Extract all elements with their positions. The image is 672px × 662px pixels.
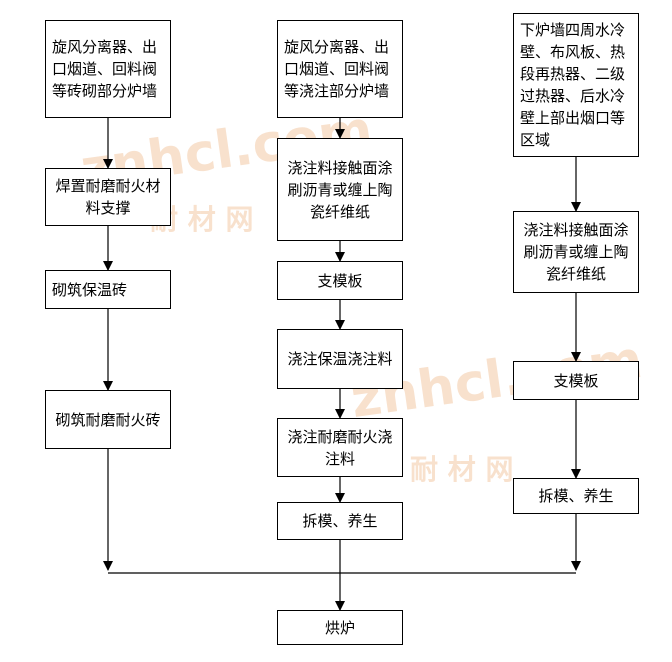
c1-step-3-label: 砌筑保温砖 xyxy=(52,280,128,299)
c1-step-1-label: 旋风分离器、出口烟道、回料阀等砖砌部分炉墙 xyxy=(52,38,158,100)
c2-step-2: 浇注料接触面涂刷沥青或缠上陶瓷纤维纸 xyxy=(277,138,403,241)
c3-step-1: 下炉墙四周水冷壁、布风板、热段再热器、二级过热器、后水冷壁上部出烟口等区域 xyxy=(513,13,639,157)
c2-step-3: 支模板 xyxy=(277,261,403,300)
c1-step-2: 焊置耐磨耐火材料支撑 xyxy=(45,168,171,226)
final-step-label: 烘炉 xyxy=(324,618,355,637)
c2-step-6: 拆模、养生 xyxy=(277,502,403,540)
c2-step-4: 浇注保温浇注料 xyxy=(277,329,403,389)
c2-step-1: 旋风分离器、出口烟道、回料阀等浇注部分炉墙 xyxy=(277,20,403,118)
c1-step-4-label: 砌筑耐磨耐火砖 xyxy=(55,410,161,429)
c3-step-1-label: 下炉墙四周水冷壁、布风板、热段再热器、二级过热器、后水冷壁上部出烟口等区域 xyxy=(520,21,626,149)
c2-step-5-label: 浇注耐磨耐火浇注料 xyxy=(287,427,393,468)
c1-step-3: 砌筑保温砖 xyxy=(45,270,171,309)
c3-step-3-label: 支模板 xyxy=(553,371,599,390)
final-step: 烘炉 xyxy=(277,610,403,645)
c1-step-1: 旋风分离器、出口烟道、回料阀等砖砌部分炉墙 xyxy=(45,20,171,118)
c3-step-4: 拆模、养生 xyxy=(513,478,639,514)
c1-step-2-label: 焊置耐磨耐火材料支撑 xyxy=(55,177,161,217)
c2-step-5: 浇注耐磨耐火浇注料 xyxy=(277,418,403,477)
c3-step-2-label: 浇注料接触面涂刷沥青或缠上陶瓷纤维纸 xyxy=(523,221,629,283)
c2-step-6-label: 拆模、养生 xyxy=(302,512,378,530)
c3-step-2: 浇注料接触面涂刷沥青或缠上陶瓷纤维纸 xyxy=(513,211,639,293)
c2-step-1-label: 旋风分离器、出口烟道、回料阀等浇注部分炉墙 xyxy=(284,38,390,100)
c2-step-4-label: 浇注保温浇注料 xyxy=(287,350,393,368)
c1-step-4: 砌筑耐磨耐火砖 xyxy=(45,390,171,449)
c2-step-3-label: 支模板 xyxy=(317,271,363,290)
c2-step-2-label: 浇注料接触面涂刷沥青或缠上陶瓷纤维纸 xyxy=(287,158,393,221)
c3-step-3: 支模板 xyxy=(513,361,639,400)
c3-step-4-label: 拆模、养生 xyxy=(538,487,614,505)
